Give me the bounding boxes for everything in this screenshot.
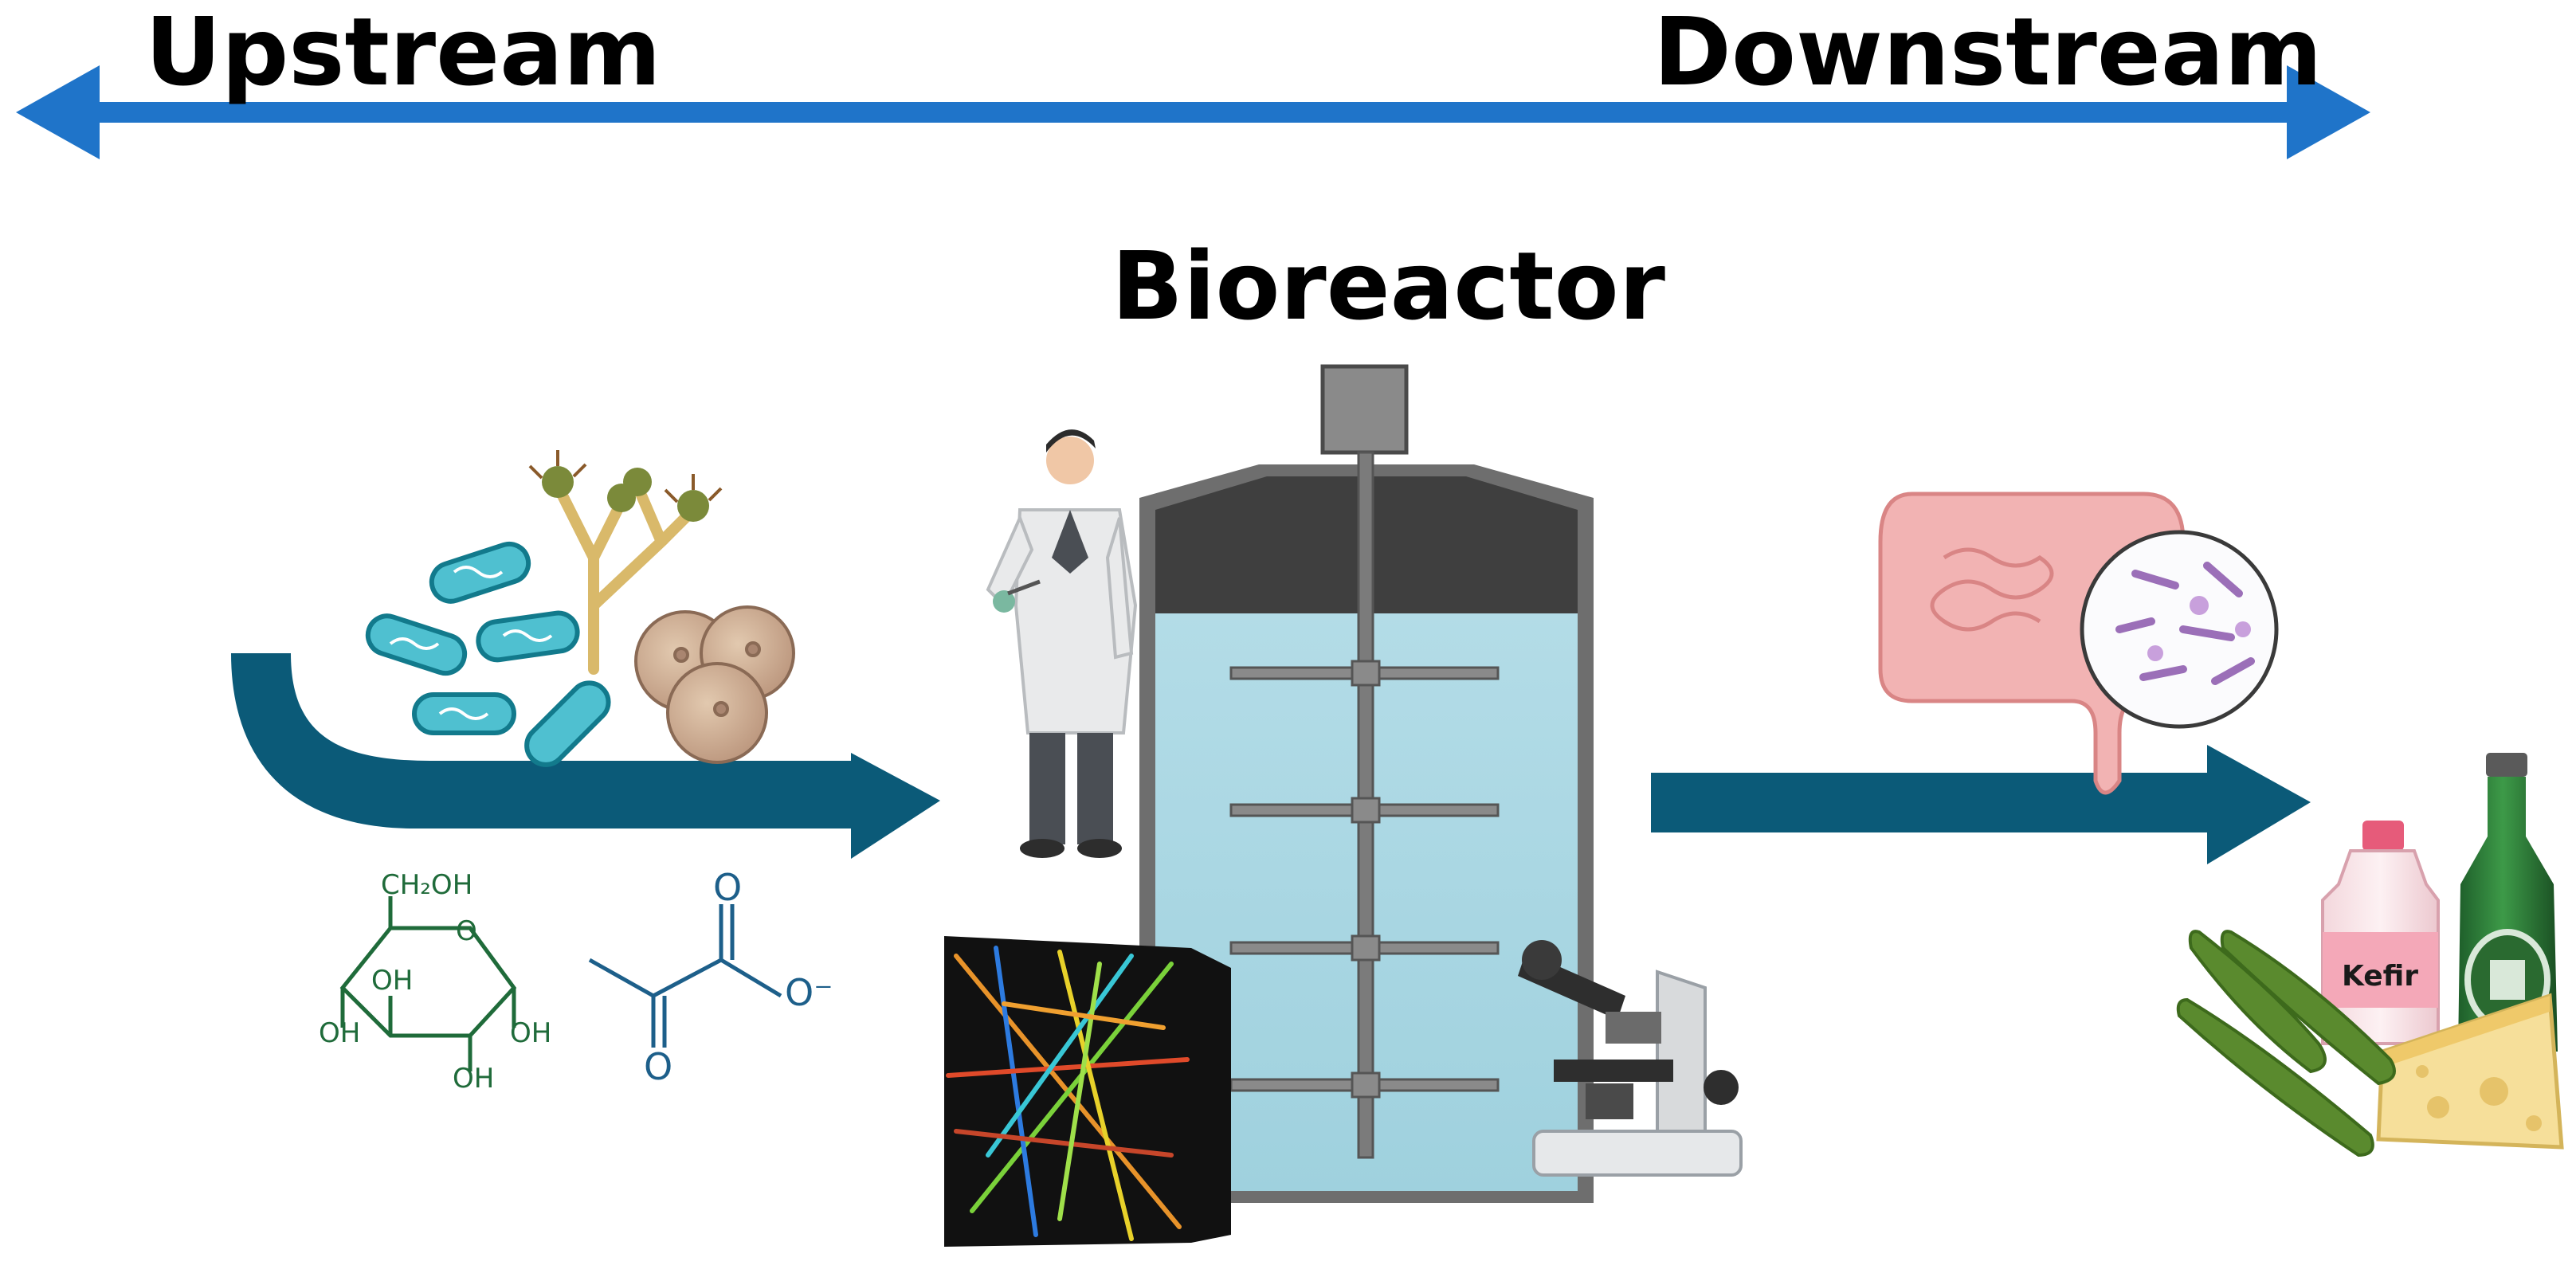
downstream-label: Downstream (1653, 0, 2323, 107)
glucose-oh-label: OH (319, 1017, 360, 1049)
microscope-icon (1518, 940, 1743, 1177)
bacteria-icon (365, 541, 611, 767)
cheese-icon (2376, 993, 2564, 1150)
glucose-oh-label: OH (371, 965, 413, 997)
upstream-label: Upstream (145, 0, 661, 107)
glucose-ring-o-label: O (456, 915, 477, 947)
bioreactor-vessel (1139, 364, 1594, 1203)
upstream-flow-arrow (231, 653, 940, 859)
pyruvate-structure (588, 904, 782, 1048)
confocal-image-icon (944, 936, 1231, 1247)
pyruvate-carbonyl-o-label: O (713, 866, 742, 909)
glucose-ch2oh-label: CH₂OH (381, 869, 472, 901)
green-beans-icon (2176, 930, 2396, 1158)
downstream-flow-arrow (1651, 745, 2311, 864)
kefir-bottle-icon: Kefir (2321, 821, 2440, 1045)
pyruvate-carboxylate-label: O⁻ (785, 971, 833, 1014)
mold-icon (528, 450, 723, 675)
beer-bottle-icon (2458, 753, 2558, 1052)
bioreactor-title: Bioreactor (1112, 231, 1665, 341)
glucose-structure (339, 896, 517, 1071)
glucose-oh-label: OH (510, 1017, 551, 1049)
scientist-icon (986, 429, 1138, 858)
upstream-downstream-arrow (16, 65, 2370, 159)
microbiome-icon (2080, 530, 2279, 729)
kefir-label: Kefir (2342, 960, 2418, 993)
pyruvate-ketone-o-label: O (644, 1045, 672, 1088)
glucose-oh-label: OH (453, 1063, 494, 1095)
yeast-cells-icon (634, 605, 795, 764)
